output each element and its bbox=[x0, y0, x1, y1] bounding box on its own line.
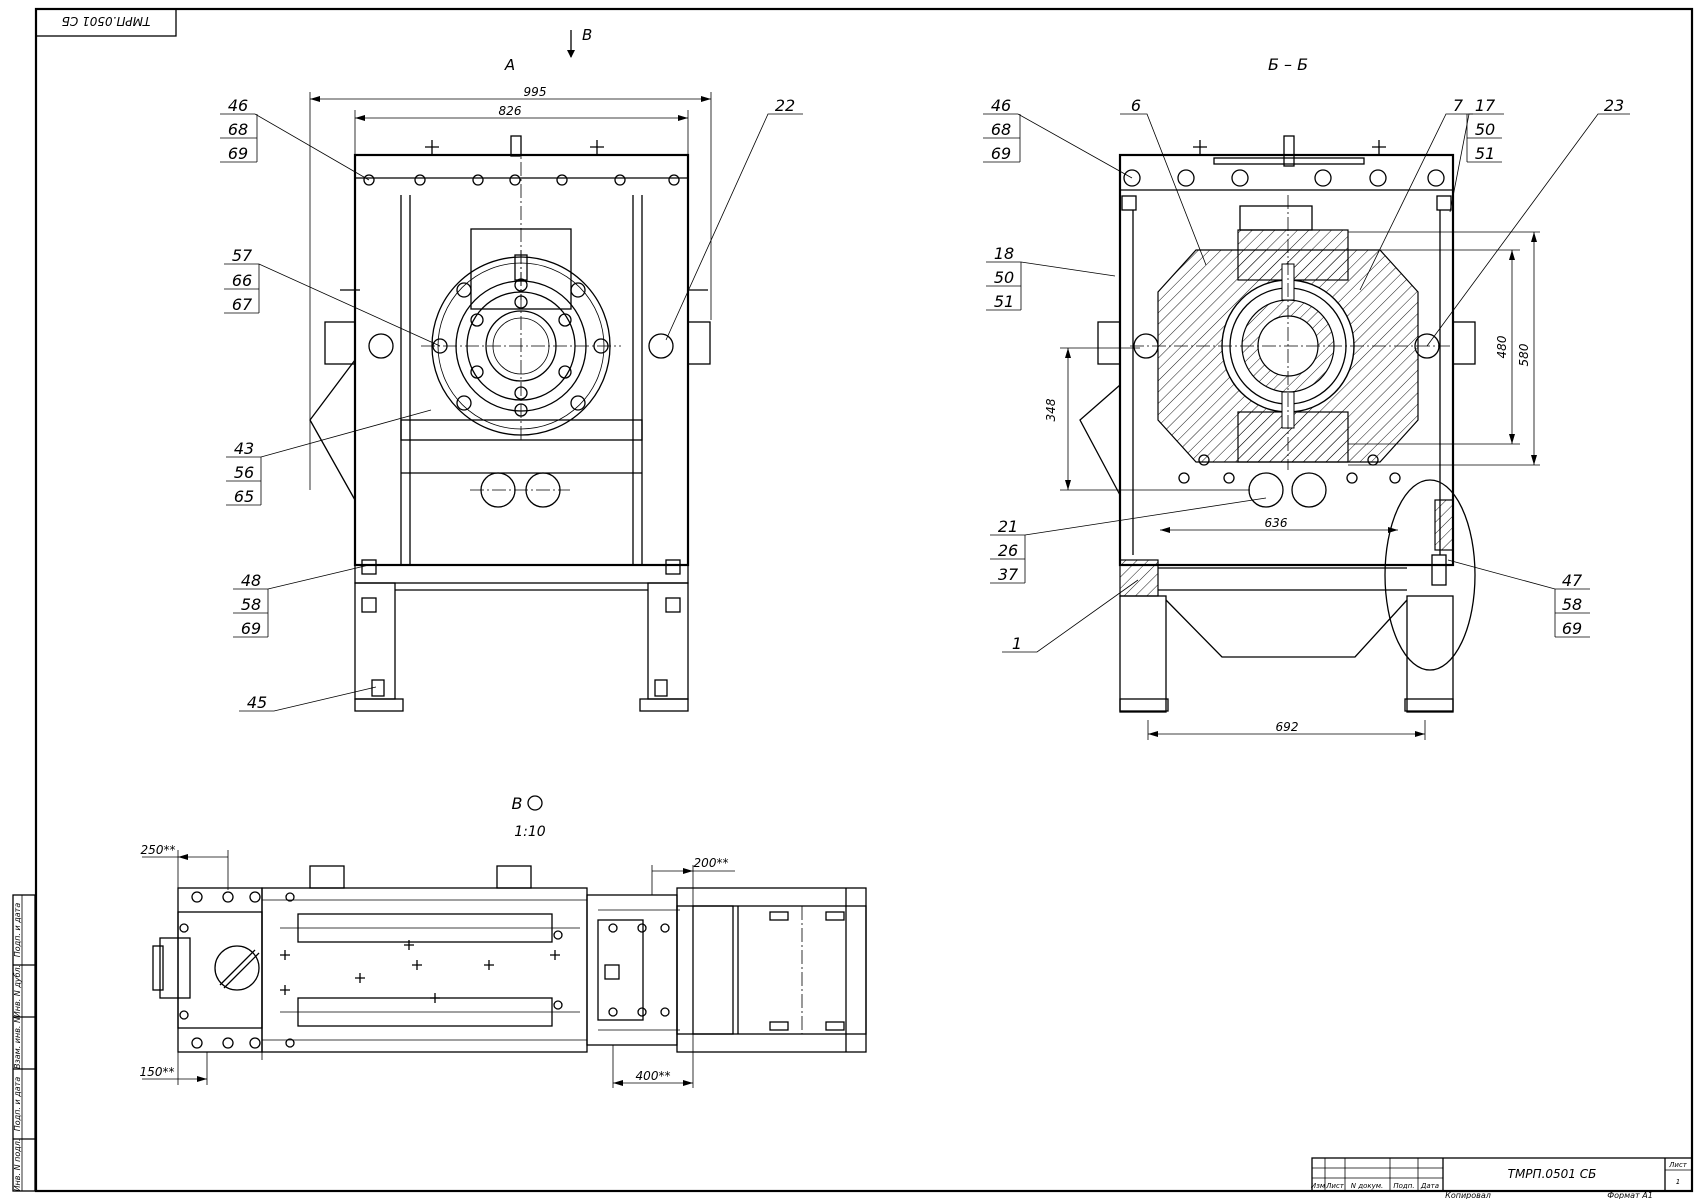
side-label-2: Инв. N дубл. bbox=[13, 965, 22, 1017]
dim-150: 150** bbox=[140, 1065, 175, 1079]
callout-bb-7: 7 bbox=[1359, 96, 1473, 291]
side-label-5: Инв. N подл. bbox=[13, 1139, 22, 1192]
svg-text:58: 58 bbox=[1562, 595, 1582, 614]
dim-580: 580 bbox=[1517, 343, 1531, 366]
top-stamp-box bbox=[35, 8, 177, 37]
svg-text:67: 67 bbox=[232, 295, 253, 314]
dim-200: 200** bbox=[694, 856, 729, 870]
svg-text:43: 43 bbox=[234, 439, 254, 458]
callout-a-46: 46 68 69 bbox=[220, 96, 370, 181]
callout-bb-1: 1 bbox=[1002, 579, 1139, 653]
title-block: Изм Лист N докум. Подп. Дата ТМРП.0501 С… bbox=[1311, 1157, 1693, 1199]
svg-text:56: 56 bbox=[234, 463, 254, 482]
callout-a-22: 22 bbox=[665, 96, 803, 341]
svg-text:47: 47 bbox=[1562, 571, 1583, 590]
svg-text:68: 68 bbox=[228, 120, 248, 139]
callout-a-48: 48 58 69 bbox=[233, 564, 370, 638]
view-b-arrow-label: В bbox=[582, 26, 592, 44]
sheet-label: Лист bbox=[1668, 1161, 1688, 1169]
title-col-1: Изм bbox=[1311, 1182, 1326, 1190]
svg-text:1: 1 bbox=[1012, 634, 1022, 653]
svg-text:7: 7 bbox=[1453, 96, 1464, 115]
svg-text:48: 48 bbox=[241, 571, 261, 590]
dim-692: 692 bbox=[1276, 720, 1299, 734]
svg-text:69: 69 bbox=[1562, 619, 1582, 638]
view-a: А В 995 826 bbox=[220, 26, 803, 712]
svg-text:50: 50 bbox=[994, 268, 1014, 287]
callout-a-57: 57 66 67 bbox=[224, 246, 441, 347]
svg-text:51: 51 bbox=[994, 292, 1014, 311]
callouts-view-bb: 46 68 69 18 50 51 21 26 37 bbox=[983, 96, 1630, 653]
svg-text:69: 69 bbox=[991, 144, 1011, 163]
svg-text:68: 68 bbox=[991, 120, 1011, 139]
dim-250: 250** bbox=[141, 843, 176, 857]
side-label-3: Взам. инв. N bbox=[13, 1017, 22, 1069]
dim-995: 995 bbox=[524, 85, 547, 99]
dim-348: 348 bbox=[1044, 398, 1058, 421]
title-col-4: Подп. bbox=[1393, 1182, 1414, 1190]
callout-bb-46: 46 68 69 bbox=[983, 96, 1133, 179]
svg-text:69: 69 bbox=[241, 619, 261, 638]
callouts-view-a: 46 68 69 57 66 67 43 56 65 bbox=[220, 96, 803, 712]
dim-480: 480 bbox=[1495, 335, 1509, 358]
svg-text:46: 46 bbox=[228, 96, 248, 115]
svg-text:26: 26 bbox=[998, 541, 1018, 560]
callout-bb-23: 23 bbox=[1426, 96, 1630, 347]
format-label: Формат А1 bbox=[1607, 1191, 1653, 1199]
svg-text:17: 17 bbox=[1475, 96, 1496, 115]
sheet-number: 1 bbox=[1676, 1178, 1680, 1186]
svg-text:18: 18 bbox=[994, 244, 1014, 263]
view-bb-title: Б – Б bbox=[1268, 55, 1308, 74]
side-label-4: Подп. и дата bbox=[13, 1077, 22, 1132]
drawing-frame: ТМРП.0501 СБ bbox=[34, 7, 1694, 1193]
svg-text:6: 6 bbox=[1131, 96, 1141, 115]
callout-bb-21: 21 26 37 bbox=[990, 497, 1267, 584]
title-col-3: N докум. bbox=[1351, 1182, 1383, 1190]
title-col-2: Лист bbox=[1325, 1182, 1345, 1190]
dim-636: 636 bbox=[1265, 516, 1288, 530]
svg-text:50: 50 bbox=[1475, 120, 1495, 139]
title-col-5: Дата bbox=[1420, 1182, 1439, 1190]
copied-label: Копировал bbox=[1445, 1191, 1491, 1199]
side-strip: Подп. и дата Инв. N дубл. Взам. инв. N П… bbox=[12, 894, 36, 1192]
side-label-1: Подп. и дата bbox=[13, 903, 22, 958]
top-stamp-text: ТМРП.0501 СБ bbox=[62, 14, 151, 28]
callout-a-45: 45 bbox=[239, 686, 377, 712]
callout-bb-17: 17 50 51 bbox=[1449, 96, 1504, 213]
doc-code: ТМРП.0501 СБ bbox=[1508, 1167, 1597, 1181]
svg-text:69: 69 bbox=[228, 144, 248, 163]
svg-text:23: 23 bbox=[1604, 96, 1624, 115]
svg-text:45: 45 bbox=[247, 693, 267, 712]
callout-bb-6: 6 bbox=[1120, 96, 1207, 266]
view-v-scale: 1:10 bbox=[514, 824, 546, 840]
view-v-title: В bbox=[512, 794, 523, 813]
callout-bb-47: 47 58 69 bbox=[1447, 559, 1590, 638]
svg-text:46: 46 bbox=[991, 96, 1011, 115]
callout-a-43: 43 56 65 bbox=[226, 409, 432, 506]
svg-text:58: 58 bbox=[241, 595, 261, 614]
callout-bb-18: 18 50 51 bbox=[986, 244, 1116, 311]
svg-text:37: 37 bbox=[998, 565, 1019, 584]
view-v: В 1:10 bbox=[140, 794, 867, 1088]
svg-text:22: 22 bbox=[775, 96, 795, 115]
view-a-title: А bbox=[504, 56, 515, 74]
svg-text:51: 51 bbox=[1475, 144, 1495, 163]
dim-826: 826 bbox=[499, 104, 522, 118]
svg-text:21: 21 bbox=[998, 517, 1018, 536]
svg-text:66: 66 bbox=[232, 271, 252, 290]
rotation-icon bbox=[527, 795, 543, 811]
view-bb: Б – Б bbox=[983, 55, 1630, 740]
dim-400: 400** bbox=[636, 1069, 671, 1083]
svg-text:65: 65 bbox=[234, 487, 254, 506]
svg-text:57: 57 bbox=[232, 246, 253, 265]
